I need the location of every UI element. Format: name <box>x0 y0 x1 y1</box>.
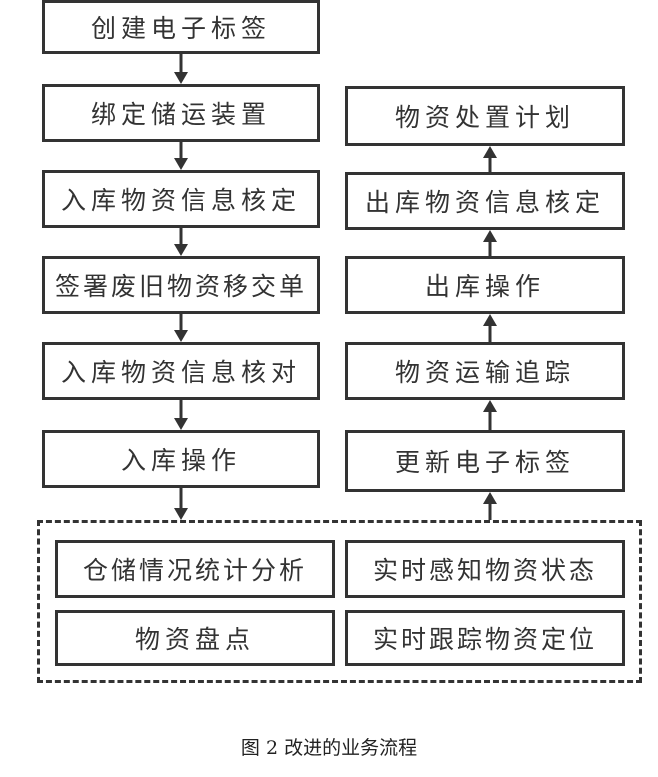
step-inbound-info-verify: 入库物资信息核定 <box>42 170 320 228</box>
arrow-down-6 <box>174 488 188 520</box>
arrow-down-4 <box>174 314 188 342</box>
arrow-down-2 <box>174 142 188 170</box>
step-update-electronic-tag: 更新电子标签 <box>345 430 625 492</box>
group-realtime-location: 实时跟踪物资定位 <box>345 610 625 666</box>
group-realtime-status: 实时感知物资状态 <box>345 540 625 598</box>
arrow-up-1 <box>483 492 497 520</box>
arrow-up-3 <box>483 314 497 342</box>
group-inventory-count: 物资盘点 <box>55 610 335 666</box>
step-disposal-plan: 物资处置计划 <box>345 86 625 146</box>
arrow-up-5 <box>483 146 497 172</box>
arrow-up-4 <box>483 230 497 256</box>
arrow-down-5 <box>174 400 188 430</box>
arrow-down-1 <box>174 54 188 84</box>
step-inbound-operation: 入库操作 <box>42 430 320 488</box>
figure-caption: 图 2 改进的业务流程 <box>240 737 418 759</box>
step-sign-transfer-form: 签署废旧物资移交单 <box>42 256 320 314</box>
arrow-down-3 <box>174 228 188 256</box>
step-outbound-info-verify: 出库物资信息核定 <box>345 172 625 230</box>
group-storage-statistics: 仓储情况统计分析 <box>55 540 335 598</box>
arrow-up-2 <box>483 400 497 430</box>
monitoring-group-frame <box>37 520 642 683</box>
step-create-electronic-tag: 创建电子标签 <box>42 0 320 54</box>
step-transport-tracking: 物资运输追踪 <box>345 342 625 400</box>
step-inbound-info-check: 入库物资信息核对 <box>42 342 320 400</box>
step-outbound-operation: 出库操作 <box>345 256 625 314</box>
step-bind-storage-device: 绑定储运装置 <box>42 84 320 142</box>
